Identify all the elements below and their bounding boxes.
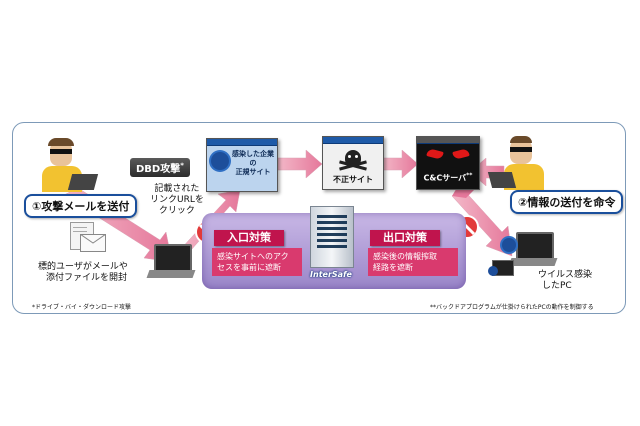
target-user-note: 標的ユーザがメールや 添付ファイルを開封 — [38, 262, 128, 284]
infected-pc-note-line2: したPC — [542, 281, 572, 291]
intersafe-logo: InterSafe — [310, 270, 352, 279]
attacker-left-icon — [40, 138, 99, 192]
exit-desc-line1: 感染後の情報搾取 — [373, 252, 437, 261]
attacker-right-label: ②情報の送付を命令 — [510, 190, 624, 214]
fraud-site-label: 不正サイト — [333, 175, 373, 184]
legit-site-line2: 正規サイト — [235, 168, 271, 176]
infected-pc-note-line1: ウイルス感染 — [538, 270, 593, 280]
dbd-badge: DBD攻撃* — [130, 158, 190, 177]
dbd-note-line3: クリック — [158, 206, 195, 216]
exit-title: 出口対策 — [370, 230, 440, 246]
footnote-left: *ドライブ・バイ・ダウンロード攻撃 — [32, 304, 132, 311]
footnote-right: **バックドアプログラムが仕掛けられたPCの動作を制御する — [430, 304, 594, 311]
infected-pc-note: ウイルス感染 したPC — [538, 270, 592, 292]
exit-desc: 感染後の情報搾取 経路を遮断 — [368, 248, 458, 276]
arrow-fraud-to-cc — [381, 149, 419, 179]
fraud-site-window: 不正サイト — [322, 136, 384, 190]
cc-server-label: C&Cサーバ — [423, 173, 467, 183]
entry-desc-line1: 感染サイトへのアク — [217, 252, 289, 261]
skull-icon — [345, 150, 361, 164]
target-pc-icon — [146, 244, 196, 284]
dbd-badge-text: DBD攻撃 — [136, 164, 181, 175]
infected-pc-icon — [488, 232, 558, 282]
legit-site-line1: 感染した企業の — [232, 150, 274, 167]
entry-title: 入口対策 — [214, 230, 284, 246]
intersafe-server-icon — [310, 206, 354, 268]
virus-icon — [211, 152, 229, 170]
entry-desc: 感染サイトへのアク セスを事前に遮断 — [212, 248, 302, 276]
target-user-note-line1: 標的ユーザがメールや — [38, 262, 128, 272]
dbd-note-line2: リンクURLを — [150, 195, 204, 205]
target-user-note-line2: 添付ファイルを開封 — [46, 273, 128, 283]
dbd-note-line1: 記載された — [154, 184, 200, 194]
attacker-right-icon — [487, 136, 550, 192]
legit-site-window: 感染した企業の 正規サイト — [206, 138, 278, 192]
exit-desc-line2: 経路を遮断 — [373, 263, 413, 272]
dbd-note: 記載された リンクURLを クリック — [150, 184, 204, 217]
arrow-legit-to-fraud — [277, 149, 323, 179]
cc-server-window: C&Cサーバ** — [416, 136, 480, 190]
devil-eyes-icon — [426, 148, 470, 164]
attacker-left-label: ①攻撃メールを送付 — [24, 194, 138, 218]
mail-icon — [70, 222, 106, 252]
entry-desc-line2: セスを事前に遮断 — [217, 263, 281, 272]
